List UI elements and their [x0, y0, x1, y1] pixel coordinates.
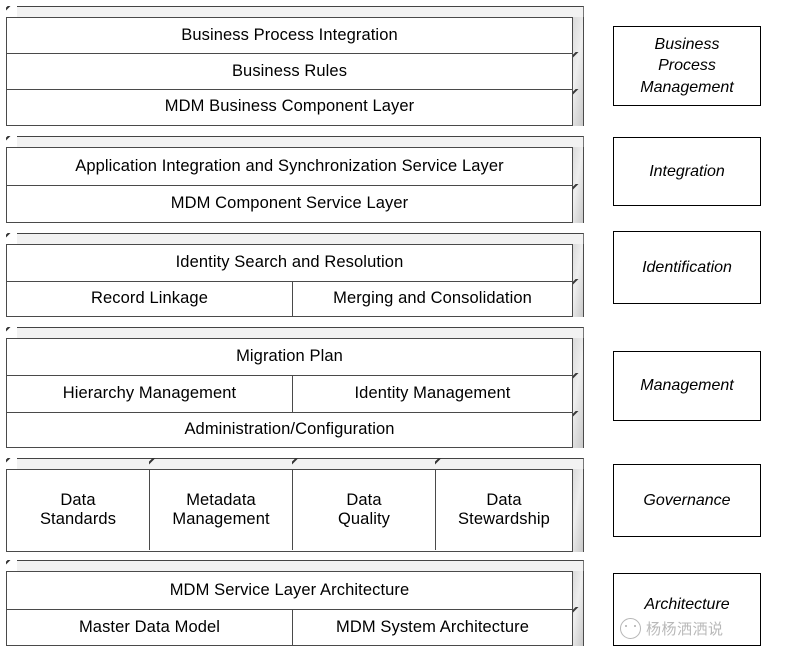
group-bevel-top — [6, 6, 584, 17]
side-seam-diagonal — [572, 607, 585, 619]
layer-cell[interactable]: Administration/Configuration — [184, 420, 395, 439]
layer-group-integration: Application Integration and Synchronizat… — [6, 136, 596, 223]
bevel-slab — [17, 560, 584, 571]
bevel-corner-diagonal — [292, 458, 305, 469]
group-front-face: Business Process Integration Business Ru… — [6, 17, 573, 126]
layer-row: Hierarchy Management Identity Management — [7, 375, 572, 412]
group-front-face: MDM Service Layer Architecture Master Da… — [6, 571, 573, 646]
group-3d-side-panel — [572, 17, 584, 126]
layer-row: Data Standards Metadata Management Data … — [7, 470, 572, 550]
layer-cell[interactable]: Data Standards — [39, 490, 117, 528]
layer-cell[interactable]: Business Rules — [231, 61, 348, 80]
side-seam-diagonal — [572, 89, 585, 101]
layer-cell[interactable]: Merging and Consolidation — [292, 282, 572, 316]
layer-row: MDM Business Component Layer — [7, 89, 572, 124]
layer-cell[interactable]: Master Data Model — [78, 617, 221, 636]
layer-row: Identity Search and Resolution — [7, 245, 572, 281]
layer-group-governance: Data Standards Metadata Management Data … — [6, 458, 596, 552]
group-bevel-top — [6, 233, 584, 244]
category-label-integration[interactable]: Integration — [613, 137, 761, 206]
layer-cell[interactable]: Data Stewardship — [435, 470, 572, 550]
group-3d-side-panel — [572, 338, 584, 448]
side-seam-diagonal — [572, 411, 585, 423]
layer-row: Business Process Integration — [7, 18, 572, 53]
group-front-face: Application Integration and Synchronizat… — [6, 147, 573, 223]
layer-group-architecture: MDM Service Layer Architecture Master Da… — [6, 560, 596, 646]
side-seam-diagonal — [572, 279, 585, 291]
layer-row: MDM Component Service Layer — [7, 185, 572, 222]
layer-row: MDM Service Layer Architecture — [7, 572, 572, 609]
side-seam-diagonal — [572, 373, 585, 385]
layer-cell[interactable]: MDM System Architecture — [292, 610, 572, 645]
layer-row: Application Integration and Synchronizat… — [7, 148, 572, 185]
group-front-face: Identity Search and Resolution Record Li… — [6, 244, 573, 317]
layer-group-identification: Identity Search and Resolution Record Li… — [6, 233, 596, 317]
side-seam-diagonal — [572, 184, 585, 196]
layer-cell[interactable]: Identity Search and Resolution — [175, 253, 404, 272]
bevel-slab — [17, 136, 584, 147]
category-label-governance[interactable]: Governance — [613, 464, 761, 537]
group-3d-side-panel — [572, 469, 584, 552]
bevel-corner-diagonal — [149, 458, 162, 469]
group-bevel-top — [6, 560, 584, 571]
bevel-corner-diagonal — [435, 458, 448, 469]
side-seam-diagonal — [572, 52, 585, 64]
group-bevel-top — [6, 136, 584, 147]
category-label-business-process-management[interactable]: Business Process Management — [613, 26, 761, 106]
layer-group-business-process-management: Business Process Integration Business Ru… — [6, 6, 596, 126]
layer-cell[interactable]: Application Integration and Synchronizat… — [75, 156, 504, 175]
layer-cell[interactable]: Business Process Integration — [181, 25, 398, 44]
category-label-identification[interactable]: Identification — [613, 231, 761, 304]
group-front-face: Data Standards Metadata Management Data … — [6, 469, 573, 552]
bevel-slab — [17, 327, 584, 338]
group-front-face: Migration Plan Hierarchy Management Iden… — [6, 338, 573, 448]
layer-cell[interactable]: MDM Service Layer Architecture — [169, 580, 410, 599]
layer-cell[interactable]: MDM Business Component Layer — [164, 97, 415, 116]
category-label-management[interactable]: Management — [613, 351, 761, 421]
layer-cell[interactable]: Migration Plan — [236, 347, 343, 366]
group-bevel-top — [6, 327, 584, 338]
layer-cell[interactable]: Record Linkage — [91, 289, 208, 308]
bevel-slab — [17, 6, 584, 17]
layer-cell[interactable]: Metadata Management — [149, 470, 292, 550]
category-label-architecture[interactable]: Architecture — [613, 573, 761, 646]
layer-cell[interactable]: Identity Management — [292, 376, 572, 412]
layer-row: Record Linkage Merging and Consolidation — [7, 281, 572, 316]
layer-row: Migration Plan — [7, 339, 572, 375]
layer-group-management: Migration Plan Hierarchy Management Iden… — [6, 327, 596, 448]
layer-row: Master Data Model MDM System Architectur… — [7, 609, 572, 645]
layer-row: Business Rules — [7, 53, 572, 89]
layer-cell[interactable]: Hierarchy Management — [62, 384, 237, 403]
layer-cell[interactable]: MDM Component Service Layer — [170, 194, 409, 213]
layer-cell[interactable]: Data Quality — [292, 470, 435, 550]
bevel-slab — [17, 233, 584, 244]
layer-row: Administration/Configuration — [7, 412, 572, 447]
